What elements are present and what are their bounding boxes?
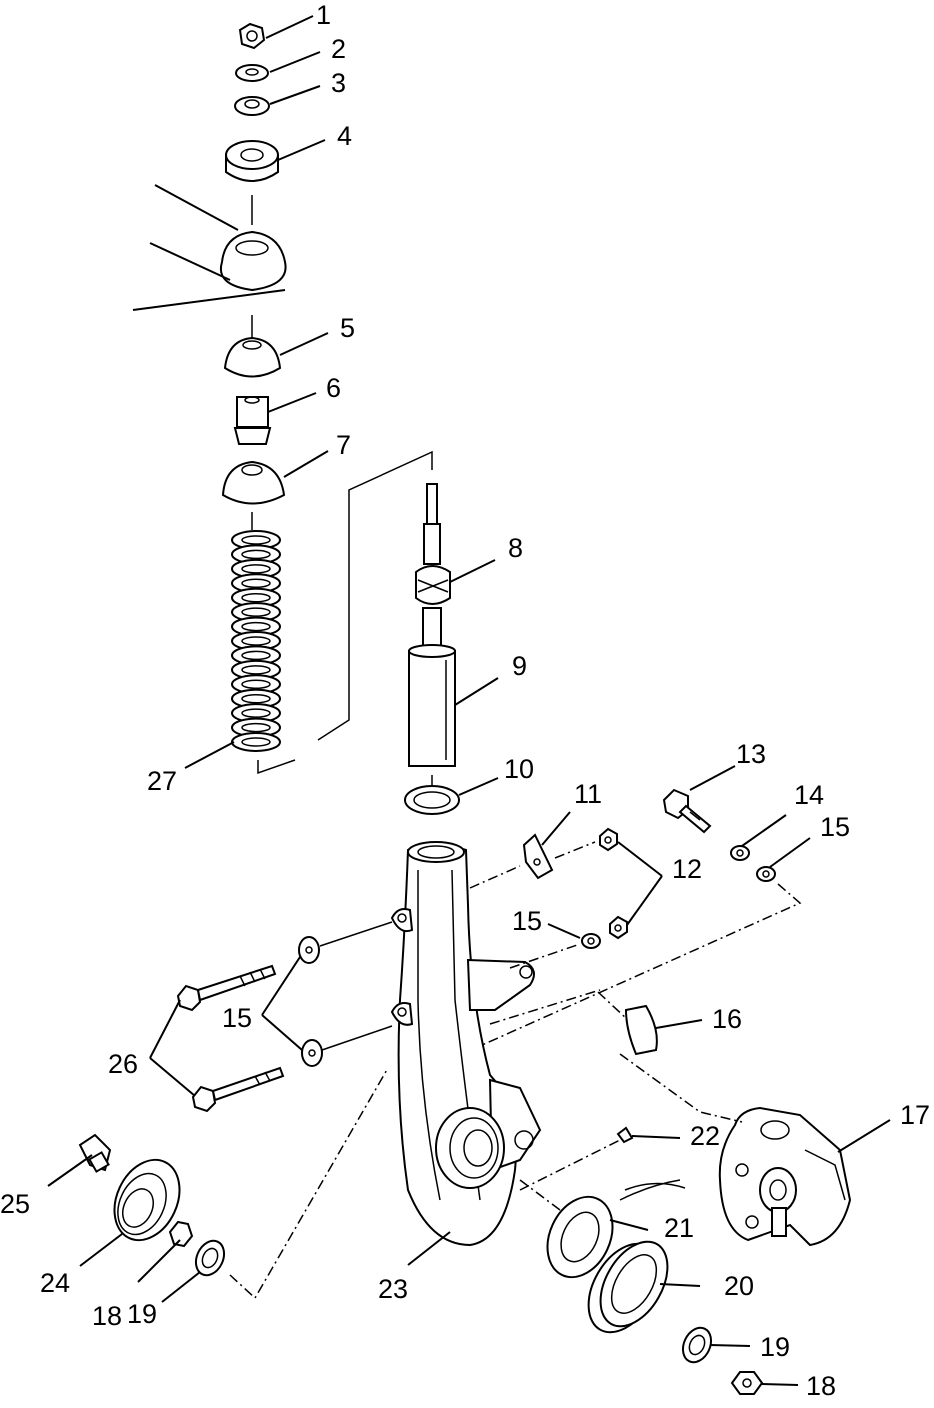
part-18-nut-right: [730, 1371, 764, 1395]
callout-18-right: 18: [806, 1371, 836, 1401]
part-15-washer-upper: [756, 866, 776, 882]
spring-coil-inner: [241, 549, 271, 560]
callout-10: 10: [504, 754, 534, 784]
part-5-bushing: [223, 336, 282, 378]
callout-20: 20: [724, 1271, 754, 1301]
callout-16: 16: [712, 1004, 742, 1034]
spring-coil-inner: [241, 564, 271, 574]
callout-14: 14: [794, 780, 824, 810]
part-10-o-ring: [404, 785, 460, 815]
spring-coil-inner: [241, 636, 271, 646]
part-21-seal: [546, 1195, 614, 1279]
spring-coil-inner: [241, 708, 271, 718]
spring-coil-inner: [241, 578, 271, 589]
callout-5: 5: [340, 313, 355, 343]
part-2-washer: [235, 64, 269, 82]
part-17-caliper: [718, 1106, 852, 1247]
callout-3: 3: [331, 68, 346, 98]
spring-coil-inner: [241, 621, 271, 632]
callout-15-right: 15: [820, 812, 850, 842]
spring-coil-inner: [241, 607, 271, 617]
spring-coil-inner: [241, 592, 271, 603]
part-9-shock-body: [408, 644, 456, 767]
part-4-bushing: [225, 140, 279, 182]
callout-19-right: 19: [760, 1332, 790, 1362]
part-20-bearing: [587, 1240, 669, 1334]
callout-21: 21: [664, 1213, 694, 1243]
part-15-washer: [581, 933, 601, 949]
callout-19-left: 19: [127, 1299, 157, 1329]
part-8-shock-rod: [415, 483, 451, 651]
callout-26: 26: [108, 1049, 138, 1079]
part-26-bolt-upper: [176, 964, 277, 1012]
callout-22: 22: [690, 1121, 720, 1151]
callout-9: 9: [512, 651, 527, 681]
callout-6: 6: [326, 373, 341, 403]
callout-24: 24: [40, 1268, 70, 1298]
part-27-spring: [231, 530, 281, 752]
callout-7: 7: [336, 430, 351, 460]
part-14-washer: [730, 845, 750, 861]
frame-mount: [132, 184, 287, 311]
part-26-bolt-lower: [191, 1066, 285, 1113]
part-16-brake-pad: [624, 1004, 658, 1056]
callout-11: 11: [574, 779, 602, 809]
spring-coil-inner: [241, 535, 271, 545]
part-7-bushing: [221, 460, 286, 505]
callout-17: 17: [900, 1100, 930, 1130]
part-12-nut: [599, 827, 628, 940]
callout-27: 27: [147, 766, 177, 796]
callout-1: 1: [316, 0, 331, 30]
callout-23: 23: [378, 1274, 408, 1304]
part-19-washer-right: [681, 1326, 713, 1364]
part-25-grease-fitting: [78, 1133, 112, 1173]
part-15-washer-left-lower: [301, 1039, 323, 1067]
callout-12: 12: [672, 854, 702, 884]
part-23-strut-housing: [390, 841, 542, 1247]
callout-18-left: 18: [92, 1301, 122, 1331]
spring-coil-inner: [241, 650, 271, 661]
spring-coil-inner: [241, 665, 271, 675]
part-22-screw: [616, 1126, 634, 1144]
part-11-bracket: [522, 833, 554, 880]
part-1-nut: [238, 22, 266, 50]
callout-25: 25: [0, 1189, 30, 1219]
callout-15-middle: 15: [512, 906, 542, 936]
callout-4: 4: [337, 121, 352, 151]
part-6-spacer: [233, 396, 272, 445]
callout-13: 13: [736, 739, 766, 769]
part-24-dust-cap: [113, 1158, 181, 1242]
leader-lines: [47, 15, 891, 1386]
callout-8: 8: [508, 533, 523, 563]
callout-15-left: 15: [222, 1003, 252, 1033]
part-13-bolt: [662, 788, 712, 834]
spring-coil-inner: [241, 737, 271, 747]
callout-2: 2: [331, 34, 346, 64]
part-3-washer: [234, 96, 270, 116]
spring-coil-inner: [241, 693, 271, 704]
spring-coil-inner: [241, 722, 271, 733]
part-19-washer-left: [194, 1239, 226, 1277]
part-18-nut-left: [168, 1220, 194, 1248]
spring-coil-inner: [241, 679, 271, 690]
spring-coil: [231, 732, 281, 752]
part-15-washer-left-upper: [298, 936, 320, 964]
